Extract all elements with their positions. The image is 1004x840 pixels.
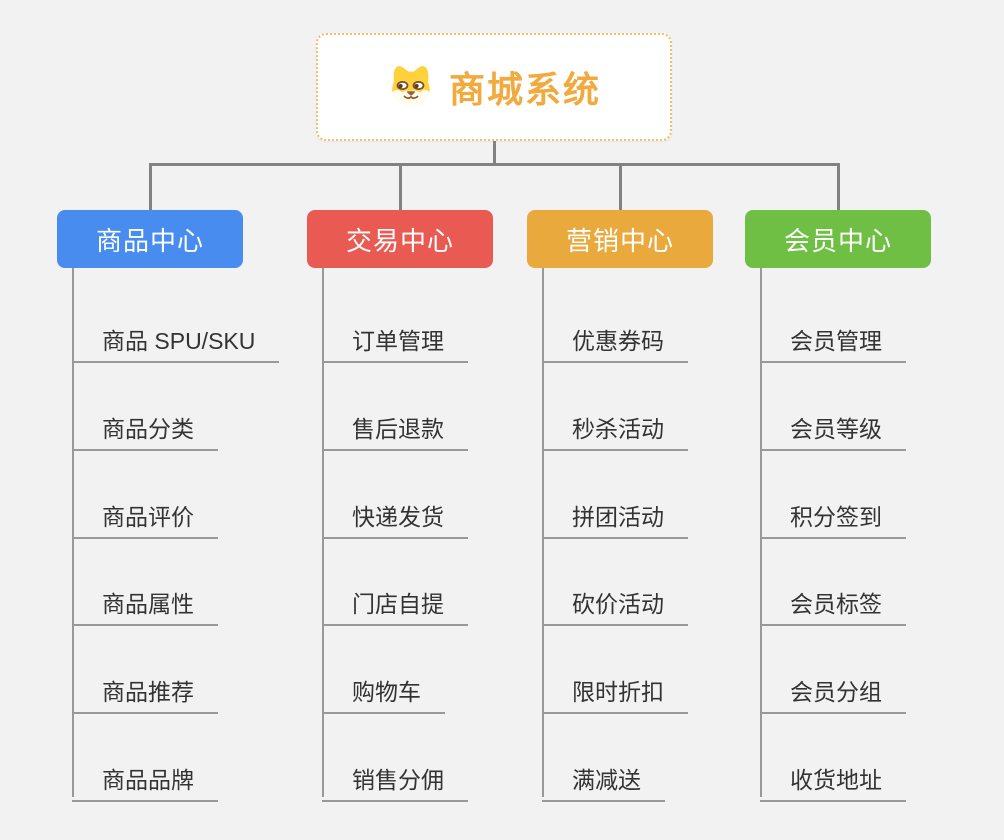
branch-rail-line (148, 163, 840, 166)
branch-node[interactable]: 商品中心 (57, 210, 243, 268)
root-stem-line (492, 141, 496, 163)
child-topic[interactable]: 会员等级 (760, 404, 906, 451)
child-trunk-line (542, 268, 544, 797)
child-topic[interactable]: 购物车 (322, 667, 445, 715)
child-topic[interactable]: 快递发货 (322, 492, 468, 539)
child-trunk-line (760, 268, 762, 797)
branch-node[interactable]: 营销中心 (527, 210, 713, 268)
child-topic[interactable]: 商品属性 (72, 579, 218, 627)
child-topic[interactable]: 会员标签 (760, 579, 906, 627)
branch-node[interactable]: 交易中心 (307, 210, 493, 268)
child-topic[interactable]: 售后退款 (322, 404, 468, 451)
branch-stub-line (618, 163, 622, 210)
branch-stub-line (398, 163, 402, 210)
child-topic[interactable]: 商品品牌 (72, 755, 218, 802)
child-topic[interactable]: 收货地址 (760, 755, 906, 802)
child-trunk-line (72, 268, 74, 797)
child-topic[interactable]: 限时折扣 (542, 667, 688, 715)
branch-node[interactable]: 会员中心 (745, 210, 931, 268)
child-topic[interactable]: 满减送 (542, 755, 665, 802)
child-topic[interactable]: 优惠券码 (542, 316, 688, 363)
child-topic[interactable]: 拼团活动 (542, 492, 688, 539)
child-topic[interactable]: 商品分类 (72, 404, 218, 451)
child-topic[interactable]: 商品评价 (72, 492, 218, 539)
child-topic[interactable]: 积分签到 (760, 492, 906, 539)
child-trunk-line (322, 268, 324, 797)
child-topic[interactable]: 会员分组 (760, 667, 906, 715)
child-topic[interactable]: 订单管理 (322, 316, 468, 363)
child-topic[interactable]: 砍价活动 (542, 579, 688, 627)
dog-face-icon (387, 64, 435, 110)
root-label: 商城系统 (448, 69, 601, 110)
child-topic[interactable]: 秒杀活动 (542, 404, 688, 451)
branch-stub-line (836, 163, 840, 210)
root-node[interactable]: 商城系统 (316, 33, 672, 141)
child-topic[interactable]: 门店自提 (322, 579, 468, 627)
branch-stub-line (148, 163, 152, 210)
child-topic[interactable]: 会员管理 (760, 316, 906, 363)
child-topic[interactable]: 商品 SPU/SKU (72, 316, 280, 363)
child-topic[interactable]: 销售分佣 (322, 755, 468, 802)
child-topic[interactable]: 商品推荐 (72, 667, 218, 715)
